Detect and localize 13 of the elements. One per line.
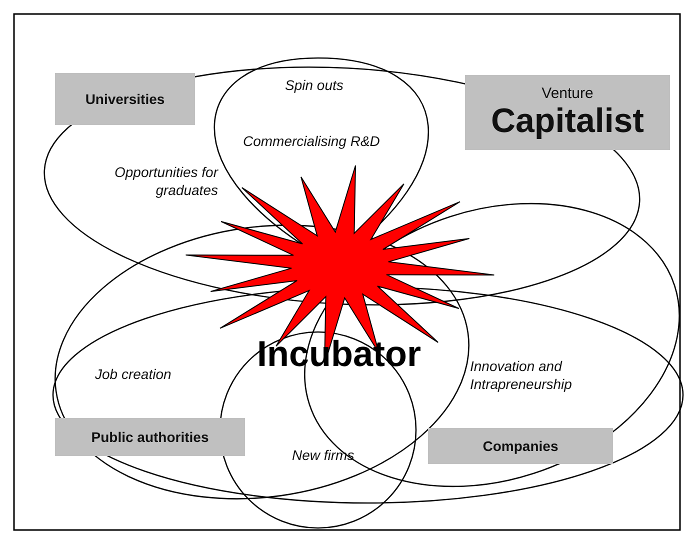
box-label: Universities [85,91,165,107]
region-label: Job creation [95,365,172,383]
region-label: Spin outs [285,76,344,94]
box-heading: Capitalist [490,102,644,140]
label-box [428,428,613,464]
label-box [55,73,195,125]
region-label: Innovation and Intrapreneurship [470,357,573,393]
box-label: Venture [542,84,594,102]
region-label: Commercialising R&D [243,132,381,150]
label-box [55,418,245,456]
box-label: Public authorities [91,429,209,445]
box-label: Companies [482,438,558,454]
region-label: Opportunities for graduates [114,163,218,199]
